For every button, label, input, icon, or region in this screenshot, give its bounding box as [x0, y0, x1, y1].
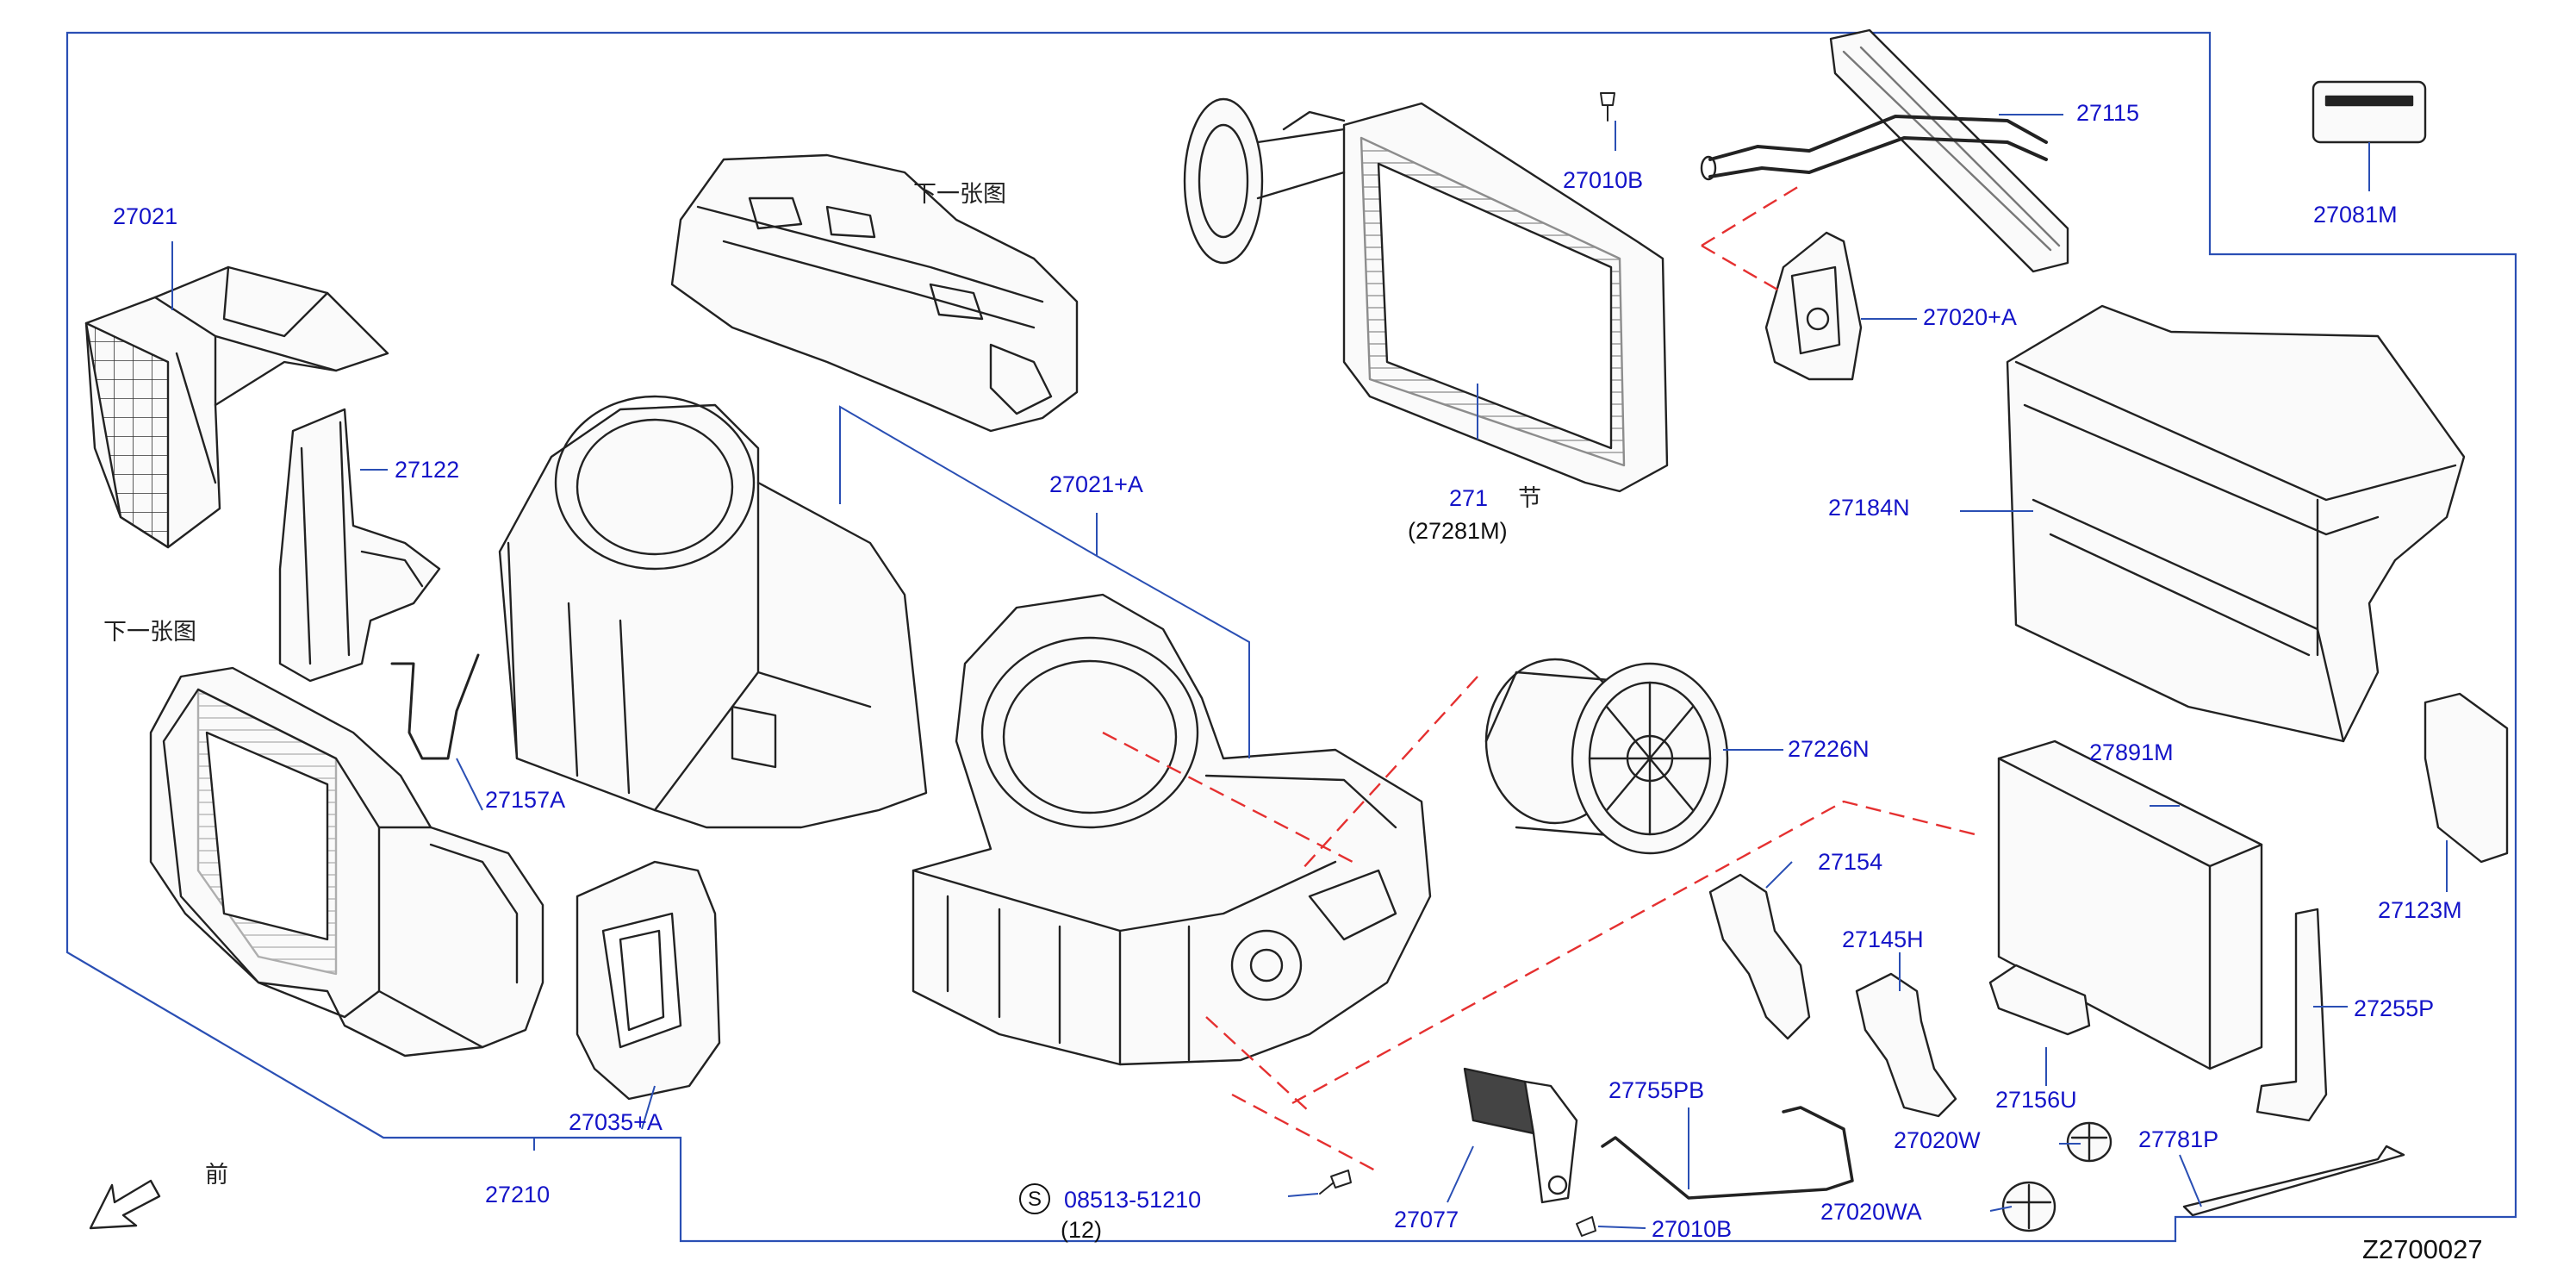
screw-27010B-top-drawing	[1600, 92, 1615, 122]
heater-case-upper-drawing	[498, 395, 928, 829]
link-27154-drawing	[1708, 873, 1811, 1040]
heater-core-27115-drawing	[1700, 28, 2069, 273]
callout-27891M: 27891M	[2089, 739, 2174, 765]
callout-27156U: 27156U	[1995, 1087, 2077, 1113]
duct-27021-drawing	[84, 265, 389, 549]
duct-27122-drawing	[278, 408, 441, 683]
screw-08513-drawing	[1319, 1170, 1352, 1195]
callout-27020A: 27020+A	[1923, 304, 2017, 330]
strip-27255P-drawing	[2256, 908, 2328, 1122]
cap-27020WA-drawing	[2001, 1181, 2056, 1232]
cap-27020W-drawing	[2066, 1121, 2112, 1163]
label-27081M-drawing	[2312, 80, 2427, 144]
main-unit-drawing	[912, 593, 1432, 1066]
intake-housing-27210-drawing	[149, 666, 544, 1058]
note-front: 前	[205, 1162, 228, 1189]
callout-08513-quantity: (12)	[1061, 1217, 1103, 1243]
rod-27781P-drawing	[2182, 1145, 2405, 1217]
callout-27255P: 27255P	[2354, 995, 2435, 1021]
front-arrow-icon	[89, 1179, 161, 1230]
case-27184N-drawing	[2006, 304, 2466, 743]
screw-27010B-bottom-drawing	[1576, 1216, 1596, 1237]
callout-27021A: 27021+A	[1049, 471, 1143, 497]
callout-27035A: 27035+A	[569, 1109, 663, 1135]
callout-27281M: (27281M)	[1408, 518, 1508, 544]
rod-27755PB-drawing	[1601, 1106, 1854, 1200]
callout-27021: 27021	[113, 203, 178, 229]
callout-27210: 27210	[485, 1182, 551, 1207]
callout-27081M: 27081M	[2313, 202, 2398, 228]
callout-27010B-bottom: 27010B	[1652, 1216, 1733, 1242]
blower-27226N-drawing	[1484, 658, 1729, 855]
callout-27184N: 27184N	[1828, 495, 1910, 521]
standard-part-symbol: S	[1019, 1183, 1050, 1214]
bracket-27157A-drawing	[390, 653, 480, 760]
top-case-drawing	[670, 153, 1079, 433]
callout-27020WA: 27020WA	[1820, 1199, 1922, 1225]
lever-27020A-drawing	[1764, 231, 1863, 381]
filter-27035A-drawing	[576, 860, 721, 1101]
callout-27123M: 27123M	[2378, 897, 2462, 923]
callout-271: 271	[1449, 485, 1489, 511]
callout-27781P: 27781P	[2138, 1126, 2219, 1152]
callout-27226N: 27226N	[1788, 736, 1870, 762]
callout-27115: 27115	[2076, 100, 2140, 126]
resistor-27077-drawing	[1463, 1067, 1578, 1204]
drawing-code: Z2700027	[2362, 1234, 2483, 1264]
link-27145H-drawing	[1855, 972, 1957, 1118]
callout-27157A: 27157A	[485, 787, 566, 813]
callout-27755PB: 27755PB	[1608, 1077, 1705, 1103]
group-frame	[65, 31, 2517, 1243]
callout-27154: 27154	[1818, 849, 1883, 875]
callout-27122: 27122	[395, 457, 460, 483]
callout-27010B-top: 27010B	[1563, 167, 1644, 193]
note-next-figure-left: 下一张图	[103, 619, 196, 646]
dashed-lines	[1102, 184, 1982, 1174]
callout-27077: 27077	[1394, 1207, 1459, 1232]
callout-08513-51210: 08513-51210	[1064, 1187, 1202, 1213]
note-next-figure-top: 下一张图	[913, 181, 1006, 208]
note-section: 节	[1518, 485, 1541, 512]
evaporator-271-drawing	[1183, 97, 1669, 493]
callout-27020W: 27020W	[1894, 1127, 1981, 1153]
duct-27123M-drawing	[2424, 692, 2509, 864]
link-27156U-drawing	[1988, 964, 2091, 1036]
callout-27145H: 27145H	[1842, 926, 1924, 952]
leader-lines	[171, 114, 2448, 1229]
